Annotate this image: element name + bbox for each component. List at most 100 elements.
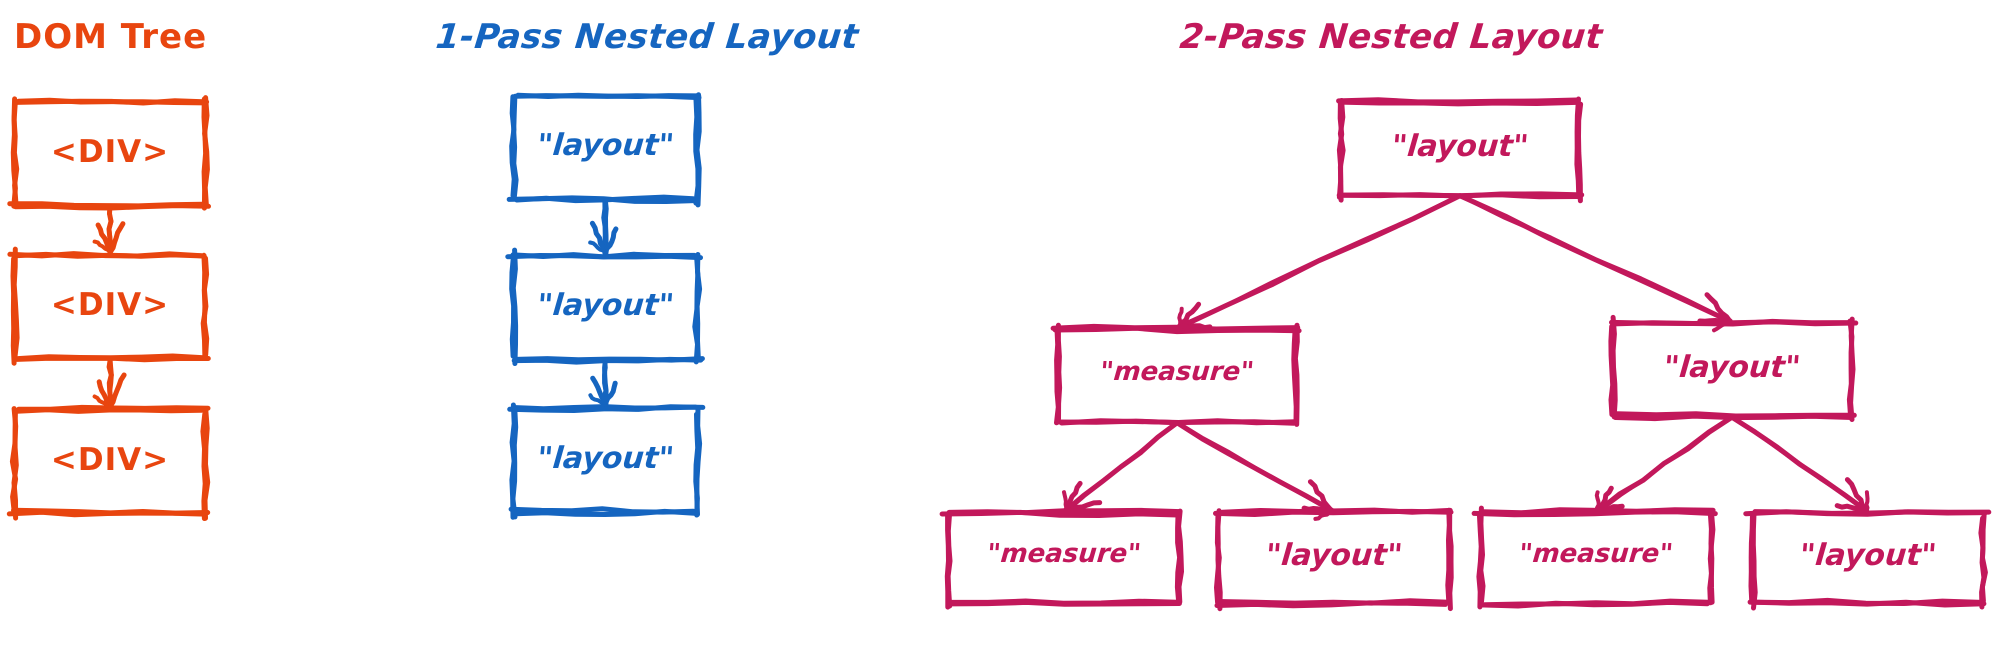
node-box-dom-2[interactable]: [7, 246, 211, 366]
rect-edge-bottom: [1614, 411, 1857, 419]
edge-pink-root-to-pink-mid-left: [1175, 193, 1463, 331]
arrow-head-whisker: [588, 240, 608, 255]
rect-edge-top: [512, 93, 702, 101]
arrow-shaft: [1062, 421, 1179, 514]
rect-edge-right: [692, 254, 701, 365]
arrow-head-whisker: [92, 239, 113, 254]
rect-edge-top: [11, 251, 207, 259]
node-label-dom-3: <DIV>: [50, 441, 170, 478]
edge-dom-2-to-dom-3: [92, 356, 127, 410]
rect-edge-left: [511, 95, 519, 199]
edge-blue-2-to-blue-3: [588, 357, 618, 409]
panel-two-pass: [939, 96, 1992, 612]
node-label-dom-1: <DIV>: [50, 133, 170, 170]
node-box-pink-leaf-4[interactable]: [1743, 509, 1992, 611]
arrow-head: [1834, 477, 1870, 514]
edge-pink-root-to-pink-mid-right: [1457, 193, 1733, 333]
arrow-head: [92, 221, 126, 255]
rect-edge-top: [505, 253, 703, 261]
rect-edge-top: [13, 98, 210, 106]
arrow-head-whisker: [1062, 490, 1069, 513]
rect-edge-bottom: [1215, 598, 1451, 606]
node-box-dom-3[interactable]: [6, 404, 211, 521]
rect-edge-bottom: [947, 598, 1180, 606]
node-box-blue-3[interactable]: [507, 402, 706, 520]
rect-edge-left: [510, 247, 519, 366]
arrow-head-whisker: [1594, 490, 1601, 513]
arrow-head-stroke: [603, 380, 618, 409]
node-box-blue-2[interactable]: [505, 247, 705, 366]
node-box-pink-leaf-3[interactable]: [1471, 505, 1718, 610]
arrow-head-stroke: [1704, 292, 1733, 324]
node-box-pink-mid-left[interactable]: [1050, 322, 1302, 427]
rect-edge-right: [1291, 325, 1299, 425]
rect-edge-left: [945, 513, 953, 609]
arrow-shaft: [601, 197, 608, 256]
rect-edge-left: [1610, 314, 1618, 420]
rect-edge-top: [1213, 508, 1454, 517]
edge-blue-1-to-blue-2: [588, 197, 619, 256]
arrow-head-stroke: [1595, 485, 1614, 514]
panel-one-pass: [505, 92, 706, 520]
rect-edge-left: [510, 406, 519, 520]
rect-edge-left: [1750, 511, 1758, 611]
node-label-pink-leaf-2: "layout": [1264, 538, 1404, 573]
rect-edge-bottom: [1482, 598, 1710, 608]
rect-edge-right: [1445, 507, 1452, 603]
rect-edge-right: [1174, 510, 1183, 605]
rect-edge-top: [1471, 509, 1718, 518]
arrow-head-whisker: [1176, 306, 1184, 330]
node-label-blue-3: "layout": [535, 440, 676, 476]
rect-edge-right: [1978, 515, 1987, 610]
arrow-head-stroke: [589, 220, 608, 256]
rect-edge-top: [1611, 318, 1855, 327]
rect-edge-left: [1055, 322, 1063, 422]
rect-edge-bottom: [15, 353, 207, 362]
arrow-head: [588, 375, 618, 409]
rect-edge-bottom: [508, 506, 696, 515]
node-label-pink-root: "layout": [1390, 128, 1530, 164]
arrow-shaft: [1729, 415, 1869, 513]
rect-edge-right: [693, 411, 701, 518]
node-label-pink-leaf-4: "layout": [1798, 538, 1938, 573]
node-label-dom-2: <DIV>: [50, 286, 170, 323]
rect-edge-bottom: [11, 507, 211, 516]
rect-edge-top: [507, 404, 706, 413]
rect-edge-bottom: [1748, 597, 1984, 606]
edge-pink-mid-right-to-pink-leaf-4: [1729, 414, 1870, 514]
rect-edge-left: [11, 409, 19, 521]
arrow-shaft: [107, 356, 114, 410]
arrow-head-stroke: [107, 372, 127, 410]
arrow-head-stroke: [1307, 479, 1335, 514]
rect-edge-left: [1478, 505, 1486, 605]
node-box-pink-leaf-2[interactable]: [1213, 507, 1454, 612]
edge-pink-mid-left-to-pink-leaf-2: [1174, 420, 1335, 521]
node-box-pink-leaf-1[interactable]: [939, 507, 1184, 610]
node-box-blue-1[interactable]: [506, 92, 702, 208]
arrow-shaft: [107, 203, 114, 255]
arrow-shaft: [1596, 415, 1734, 514]
rect-edge-right: [201, 96, 209, 211]
arrow-shaft: [1175, 420, 1335, 514]
arrow-head-stroke: [603, 226, 619, 256]
node-box-pink-root[interactable]: [1336, 96, 1585, 204]
rect-edge-bottom: [7, 201, 206, 209]
rect-edge-left: [11, 101, 20, 205]
rect-edge-right: [200, 411, 208, 521]
node-label-pink-mid-left: "measure": [1098, 356, 1256, 387]
rect-edge-right: [693, 97, 701, 206]
arrow-head-stroke: [1844, 477, 1869, 514]
node-box-dom-1[interactable]: [7, 95, 211, 211]
node-box-pink-mid-right[interactable]: [1608, 314, 1859, 422]
arrow-shaft: [1175, 193, 1462, 330]
panel-title-two-pass: 2-Pass Nested Layout: [1177, 17, 1605, 57]
node-label-pink-leaf-3: "measure": [1517, 539, 1675, 569]
edge-pink-mid-left-to-pink-leaf-1: [1062, 420, 1180, 514]
arrow-head-stroke: [1062, 480, 1083, 514]
rect-edge-top: [14, 407, 205, 414]
arrow-head-whisker: [588, 393, 608, 408]
edge-dom-1-to-dom-2: [92, 203, 126, 255]
rect-edge-bottom: [513, 356, 705, 363]
rect-edge-left: [1215, 508, 1223, 612]
